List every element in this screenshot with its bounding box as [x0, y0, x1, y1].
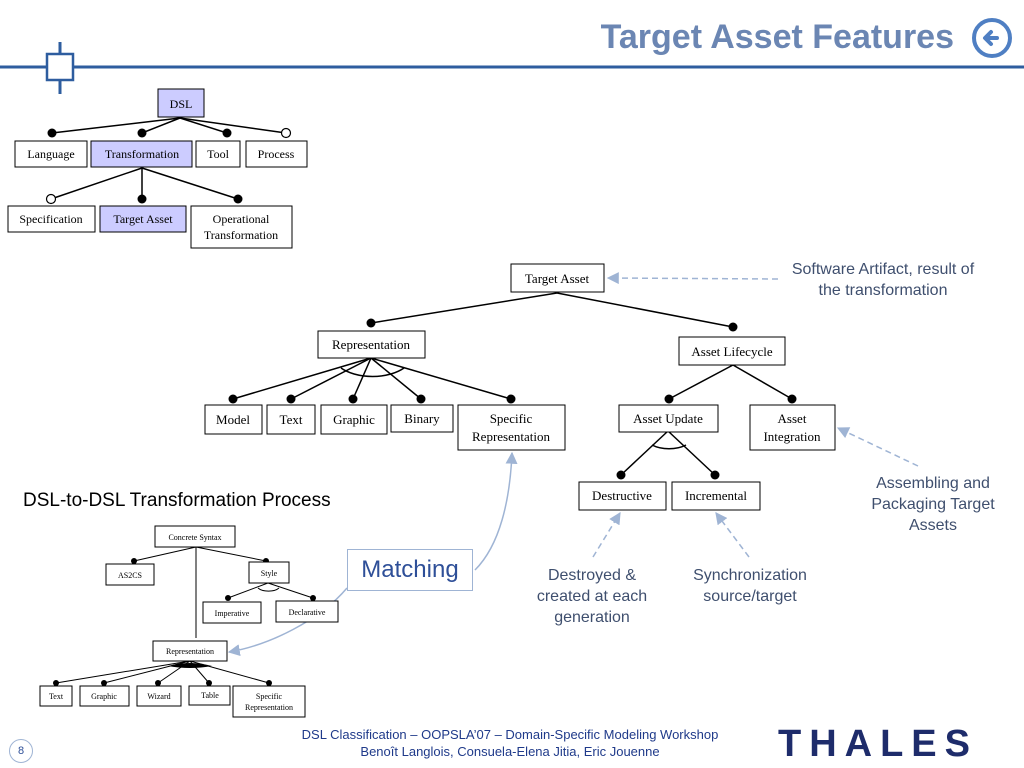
svg-text:Specific: Specific [490, 411, 533, 426]
proc-node-wizard: Wizard [136, 685, 182, 707]
node-asset-lifecycle: Asset Lifecycle [678, 336, 786, 366]
top-node-target-asset: Target Asset [99, 205, 187, 233]
top-node-operational-transformation: Operational Transformation [190, 205, 293, 249]
svg-text:DSL: DSL [170, 97, 193, 111]
proc-node-text: Text [39, 685, 73, 707]
back-arrow-icon[interactable] [971, 17, 1013, 59]
svg-text:Tool: Tool [207, 147, 229, 161]
top-node-specification: Specification [7, 205, 96, 233]
proc-node-specific-representation: Specific Representation [232, 685, 306, 718]
svg-text:Destructive: Destructive [592, 488, 652, 503]
node-text: Text [266, 404, 316, 435]
page-number: 8 [9, 739, 33, 763]
svg-text:Representation: Representation [166, 647, 214, 656]
svg-text:AS2CS: AS2CS [118, 571, 142, 580]
svg-text:Language: Language [27, 147, 74, 161]
svg-text:Representation: Representation [472, 429, 550, 444]
svg-text:Incremental: Incremental [685, 488, 747, 503]
header-rule [0, 42, 1024, 94]
note-synchronization: Synchronization source/target [693, 567, 807, 605]
svg-text:Asset Update: Asset Update [633, 411, 703, 426]
proc-node-imperative: Imperative [202, 601, 262, 624]
top-tree: DSL Language Transformation Tool Process… [7, 88, 308, 249]
svg-text:Target Asset: Target Asset [525, 271, 590, 286]
svg-text:Wizard: Wizard [147, 692, 170, 701]
svg-text:Representation: Representation [332, 337, 410, 352]
thales-logo: THALES [778, 723, 978, 765]
svg-text:Declarative: Declarative [289, 608, 326, 617]
node-model: Model [204, 404, 263, 435]
node-target-asset: Target Asset [510, 263, 605, 293]
svg-text:Representation: Representation [245, 703, 293, 712]
top-node-dsl: DSL [157, 88, 205, 118]
svg-text:Asset Lifecycle: Asset Lifecycle [691, 344, 772, 359]
top-node-tool: Tool [195, 140, 241, 168]
node-destructive: Destructive [578, 481, 667, 511]
svg-text:Operational: Operational [213, 212, 270, 226]
proc-node-as2cs: AS2CS [105, 563, 155, 586]
node-representation: Representation [317, 330, 426, 359]
svg-text:Process: Process [258, 147, 295, 161]
proc-node-style: Style [248, 561, 290, 584]
proc-node-declarative: Declarative [275, 600, 339, 623]
footer-text: DSL Classification – OOPSLA’07 – Domain-… [250, 726, 770, 760]
svg-text:Text: Text [280, 412, 303, 427]
svg-text:Style: Style [261, 569, 278, 578]
top-node-language: Language [14, 140, 88, 168]
svg-text:Text: Text [49, 692, 64, 701]
svg-text:Concrete Syntax: Concrete Syntax [168, 533, 221, 542]
svg-text:Transformation: Transformation [204, 228, 278, 242]
svg-text:Asset: Asset [778, 411, 807, 426]
proc-node-concrete-syntax: Concrete Syntax [154, 525, 236, 548]
svg-text:Graphic: Graphic [333, 412, 375, 427]
proc-node-graphic: Graphic [79, 685, 130, 707]
node-asset-integration: Asset Integration [749, 404, 836, 451]
svg-text:Imperative: Imperative [215, 609, 250, 618]
svg-text:Model: Model [216, 412, 250, 427]
svg-text:Integration: Integration [763, 429, 821, 444]
svg-text:Specification: Specification [19, 212, 82, 226]
footer-line-1: DSL Classification – OOPSLA’07 – Domain-… [301, 727, 719, 742]
proc-node-representation: Representation [152, 640, 228, 662]
node-specific-representation: Specific Representation [457, 404, 566, 451]
svg-text:Target Asset: Target Asset [113, 212, 173, 226]
node-graphic: Graphic [320, 404, 388, 435]
matching-label: Matching [347, 549, 473, 591]
process-title: DSL-to-DSL Transformation Process [23, 490, 331, 511]
note-software-artifact: Software Artifact, result of the transfo… [791, 261, 975, 299]
process-tree: Concrete Syntax AS2CS Style Imperative D… [39, 525, 339, 718]
node-asset-update: Asset Update [618, 404, 719, 433]
proc-node-table: Table [188, 685, 231, 706]
svg-text:Binary: Binary [404, 411, 440, 426]
annotation-arrows [227, 272, 919, 657]
note-destroyed: Destroyed & created at each generation [536, 567, 648, 626]
footer-line-2: Benoît Langlois, Consuela-Elena Jitia, E… [360, 744, 660, 759]
slide-title: Target Asset Features [600, 18, 954, 56]
top-node-process: Process [245, 140, 308, 168]
svg-text:Transformation: Transformation [105, 147, 179, 161]
node-binary: Binary [390, 404, 454, 433]
note-assembling: Assembling and Packaging Target Assets [871, 475, 995, 534]
top-node-transformation: Transformation [90, 140, 193, 168]
svg-text:Specific: Specific [256, 692, 283, 701]
svg-text:Graphic: Graphic [91, 692, 117, 701]
node-incremental: Incremental [671, 481, 761, 511]
main-tree: Target Asset Representation Asset Lifecy… [204, 263, 836, 511]
svg-text:Table: Table [201, 691, 219, 700]
